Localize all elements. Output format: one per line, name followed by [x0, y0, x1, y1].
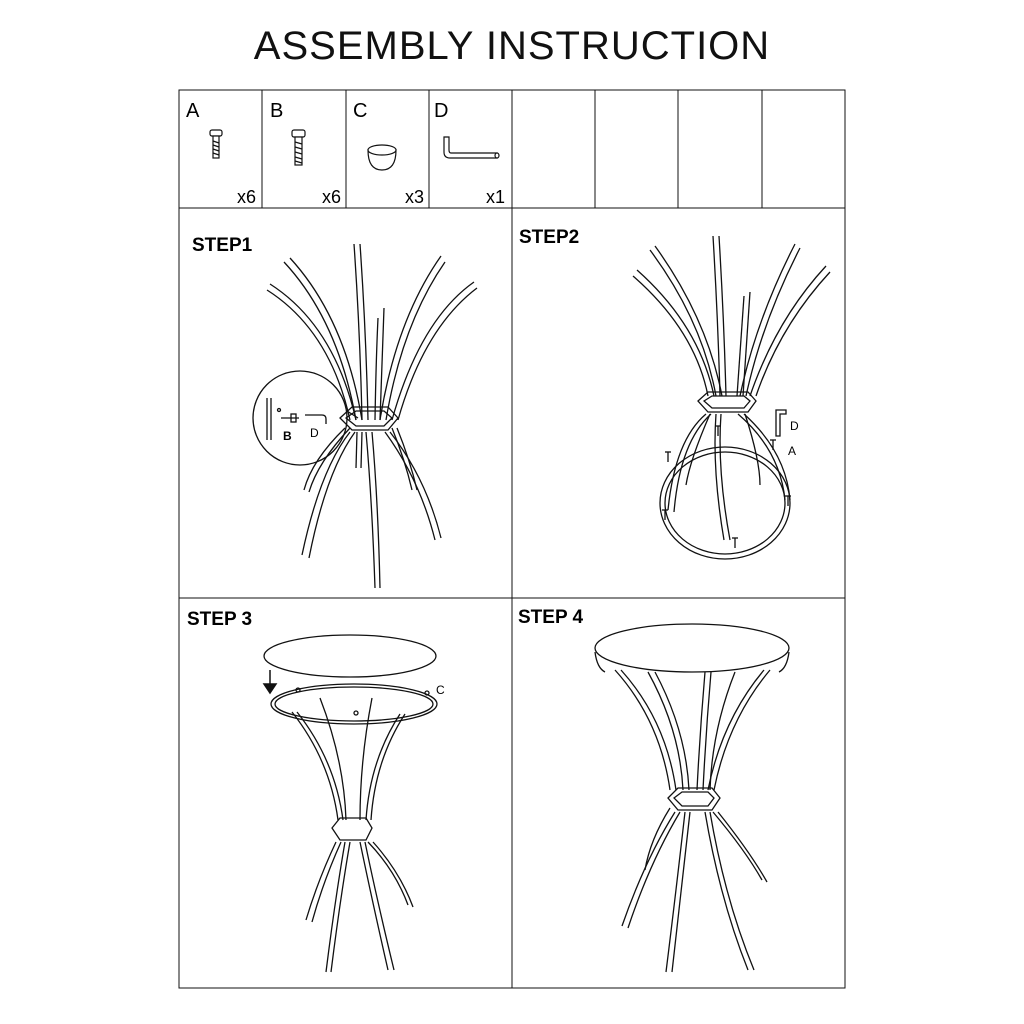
step-1-panel: STEP1 B D [192, 235, 478, 589]
assembled-table-illustration [594, 623, 790, 973]
part-qty: x1 [486, 187, 505, 207]
detail-label: B [283, 429, 292, 443]
part-letter: A [186, 100, 200, 122]
step-2-panel: STEP2 D A [519, 227, 831, 560]
page-title: ASSEMBLY INSTRUCTION [253, 24, 771, 68]
arrow-down-icon [262, 670, 278, 695]
part-qty: x3 [405, 187, 424, 207]
step-label: STEP 4 [518, 607, 584, 628]
part-letter: D [434, 100, 448, 122]
part-letter: B [270, 100, 283, 122]
step-3-panel: STEP 3 C [187, 609, 445, 973]
callout-label: D [790, 419, 799, 433]
detail-label: D [310, 426, 319, 440]
glass-top-placement-illustration [263, 634, 438, 973]
allen-key-icon [443, 136, 500, 159]
part-qty: x6 [322, 187, 341, 207]
frame-upside-legs-illustration [252, 243, 478, 589]
callout-label: C [436, 683, 445, 697]
part-d-cell: D x1 [434, 100, 505, 207]
rubber-cap-icon [367, 144, 397, 171]
step-label: STEP2 [519, 227, 579, 248]
part-letter: C [353, 100, 367, 122]
part-c-cell: C x3 [353, 100, 424, 207]
short-screw-icon [209, 129, 223, 159]
step-label: STEP 3 [187, 609, 252, 630]
table-grid [178, 89, 846, 989]
frame-with-base-ring-illustration [632, 235, 831, 560]
part-qty: x6 [237, 187, 256, 207]
step-label: STEP1 [192, 235, 253, 256]
part-b-cell: B x6 [270, 100, 341, 207]
step-4-panel: STEP 4 [518, 607, 790, 973]
long-screw-icon [291, 129, 306, 166]
callout-label: A [788, 444, 796, 458]
part-a-cell: A x6 [186, 100, 256, 207]
